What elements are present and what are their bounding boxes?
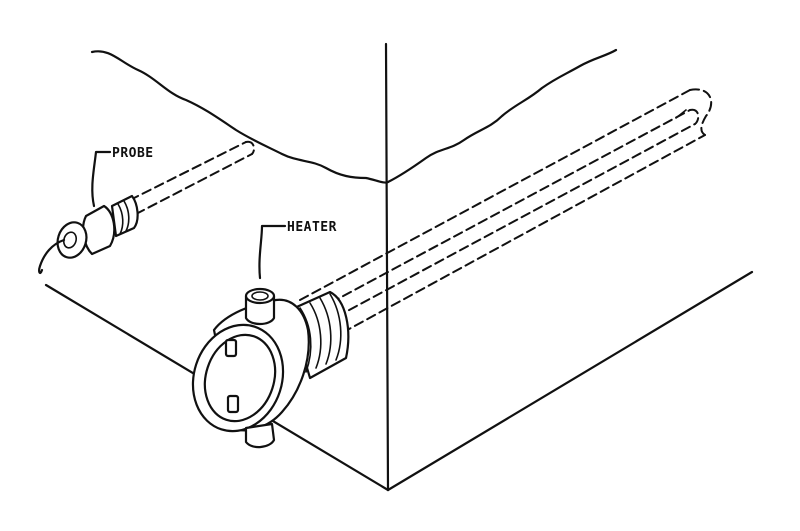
probe-head — [56, 221, 88, 259]
heater-rod-inner-loop — [689, 108, 700, 125]
heater-thread-line-3 — [319, 297, 332, 365]
probe-head-inner — [62, 231, 78, 249]
heater-rod-inner-bottom — [311, 123, 696, 331]
heater-rod-inner-top — [305, 109, 691, 317]
tank-outline — [44, 42, 754, 492]
probe-thread-2 — [123, 200, 130, 232]
probe-assembly — [38, 140, 255, 275]
heater-rod-outer-bottom — [317, 134, 706, 347]
probe-stem-end — [245, 140, 255, 155]
heater-label: HEATER — [287, 220, 337, 235]
probe-thread-1 — [117, 203, 124, 235]
heater-thread-line-1 — [299, 307, 312, 373]
tank-corner-edge — [384, 42, 390, 492]
heater-junction-box — [191, 287, 310, 449]
heater-rod-outer-top — [299, 89, 691, 301]
water-surface-right — [386, 48, 618, 184]
probe-stem-bottom — [135, 153, 253, 215]
heater-terminal-top — [224, 338, 238, 358]
heater-rod-loop-end — [689, 88, 713, 136]
probe-hex-nut — [82, 204, 116, 256]
probe-label: PROBE — [112, 146, 154, 161]
probe-wire — [38, 238, 66, 275]
heater-thread-line-2 — [309, 302, 322, 369]
heater-thread-line-4 — [329, 293, 342, 361]
heater-leader-line — [258, 224, 287, 280]
heater-callout: HEATER — [258, 220, 337, 280]
heater-rod-tip — [675, 109, 687, 119]
probe-leader-line — [91, 150, 112, 208]
heater-conduit-top-opening — [244, 287, 276, 305]
probe-callout: PROBE — [91, 146, 154, 208]
heater-terminal-bottom — [226, 394, 240, 414]
heater-conduit-bottom — [244, 422, 276, 449]
heater-box-face-inner — [203, 333, 277, 423]
water-surface-left — [90, 50, 390, 184]
tank-bottom-right-edge — [386, 270, 754, 492]
heater-conduit-top-inner — [251, 291, 269, 301]
probe-stem-top — [129, 141, 247, 201]
heater-element-dashed — [299, 88, 713, 347]
